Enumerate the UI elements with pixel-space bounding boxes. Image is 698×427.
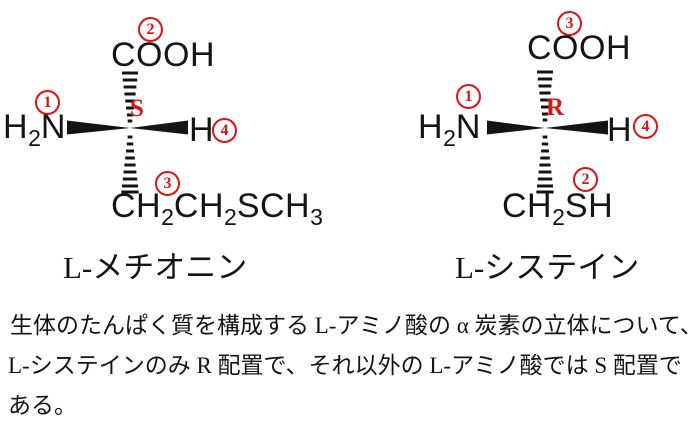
side-chain-label: CH2SH	[502, 189, 613, 229]
priority-badge-left: 1	[35, 90, 60, 115]
formula-subscript: 2	[552, 204, 565, 230]
h2n-label: H2N	[3, 110, 66, 150]
priority-badge-right: 4	[633, 114, 658, 139]
hash-bond-bottom	[536, 135, 554, 194]
hash-bond-top	[122, 71, 138, 123]
priority-badge-top: 2	[138, 17, 163, 42]
wedge-bond-left	[67, 120, 130, 135]
priority-badge-bottom: 3	[155, 171, 180, 196]
formula-subscript: 2	[224, 204, 237, 230]
formula-part: SCH	[236, 187, 311, 225]
molecule-name: L-システイン	[455, 250, 640, 285]
cysteine-bonds	[487, 70, 608, 194]
explanation-line-1: 生体のたんぱく質を構成する L-アミノ酸の α 炭素の立体について、	[10, 313, 698, 338]
wedge-bond-right	[130, 120, 188, 135]
formula-part: SH	[564, 187, 614, 225]
priority-badge-left: 1	[456, 84, 481, 109]
formula-part: CH	[502, 187, 553, 225]
hash-bond-top	[537, 70, 553, 122]
side-chain-label: CH2CH2SCH3	[111, 189, 323, 229]
priority-badge-bottom: 2	[573, 167, 598, 192]
formula-subscript: 2	[28, 125, 41, 151]
methionine-bonds	[67, 71, 188, 194]
formula-part: CH	[173, 187, 225, 225]
stereo-descriptor: R	[546, 94, 565, 121]
formula-part: CH	[111, 187, 162, 225]
formula-subscript: 2	[443, 125, 456, 151]
h-label: H	[189, 111, 215, 149]
formula-part: H	[3, 108, 29, 146]
priority-badge-right: 4	[212, 118, 237, 143]
h2n-label: H2N	[418, 110, 481, 150]
formula-subscript: 3	[310, 204, 323, 230]
bond-diagram	[67, 70, 608, 194]
stereo-descriptor: S	[130, 95, 144, 122]
wedge-bond-right	[545, 120, 608, 135]
cooh-label: COOH	[111, 36, 215, 74]
cooh-label: COOH	[527, 29, 631, 67]
priority-badge-top: 3	[557, 11, 582, 36]
formula-part: N	[455, 108, 481, 146]
formula-part: H	[418, 108, 444, 146]
formula-subscript: 2	[161, 204, 174, 230]
h-label: H	[607, 111, 633, 149]
hash-bond-bottom	[121, 135, 139, 194]
wedge-bond-left	[487, 120, 545, 135]
explanation-line-2: L-システインのみ R 配置で、それ以外の L-アミノ酸では S 配置で	[8, 353, 682, 378]
molecule-name: L-メチオニン	[63, 250, 248, 285]
explanation-line-3: ある。	[8, 393, 77, 418]
formula-part: N	[40, 108, 66, 146]
